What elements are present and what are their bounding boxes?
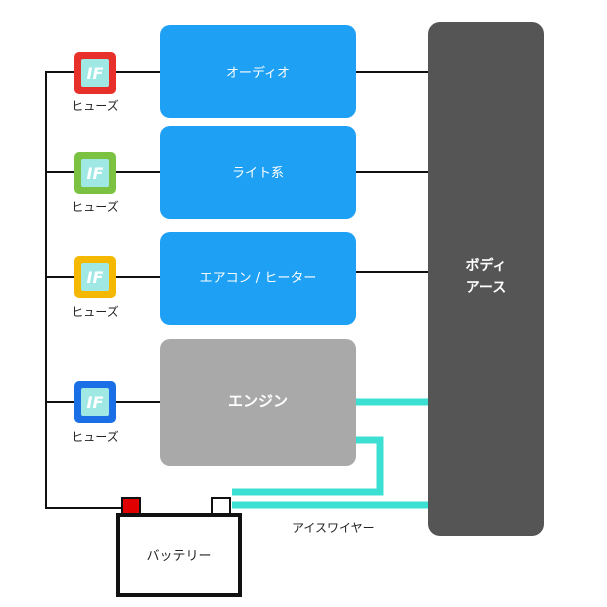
body-earth-label-line2: アース [465, 280, 507, 296]
component-box-engine [160, 339, 356, 466]
fuse-label: ヒューズ [71, 200, 119, 214]
battery-label: バッテリー [146, 549, 212, 564]
component-label-audio: オーディオ [225, 66, 291, 81]
component-box-aircon-heater [160, 232, 356, 325]
component-label-engine: エンジン [227, 392, 288, 410]
component-label-aircon-heater: エアコン / ヒーター [199, 271, 317, 286]
fuse-label: ヒューズ [71, 305, 119, 319]
fuse-icon-text: IF [87, 268, 104, 287]
battery-icon [116, 497, 242, 597]
fuse-icon-text: IF [87, 393, 104, 412]
fuse-icon-text: IF [87, 164, 104, 183]
fuse-icon-text: IF [87, 64, 104, 83]
fuse-icon: IF [74, 381, 116, 423]
fuse-icon: IF [74, 256, 116, 298]
component-label-lights: ライト系 [231, 166, 284, 181]
body-earth-block [428, 22, 544, 536]
fuse-label: ヒューズ [71, 430, 119, 444]
ice-wire-label: アイスワイヤー [292, 521, 375, 535]
fuse-label: ヒューズ [71, 99, 119, 113]
body-earth-label-line1: ボディ [465, 258, 507, 274]
fuse-icon: IF [74, 152, 116, 194]
component-box-lights [160, 126, 356, 219]
fuse-icon: IF [74, 52, 116, 94]
component-box-audio [160, 25, 356, 118]
ice-wire [232, 398, 428, 509]
